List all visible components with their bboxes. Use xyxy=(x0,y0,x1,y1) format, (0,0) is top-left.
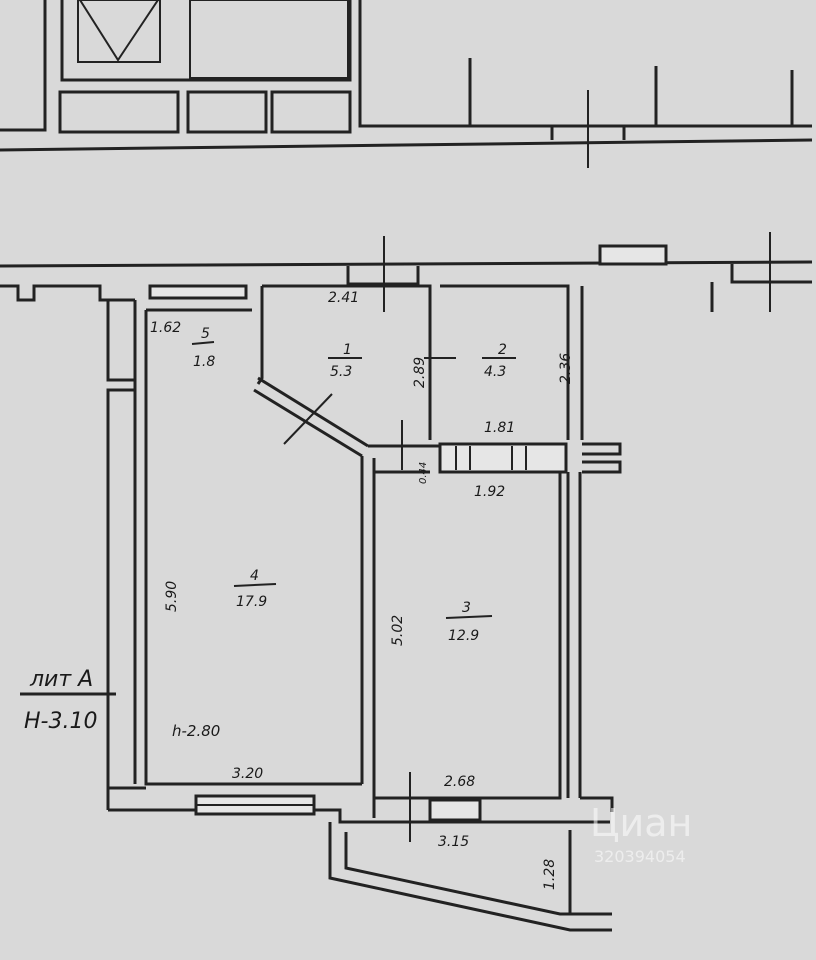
room-2-number: 2 xyxy=(498,342,507,358)
watermark-brand: Циан xyxy=(590,801,692,845)
room-2-area: 4.3 xyxy=(484,364,506,380)
room-1-number: 1 xyxy=(343,342,352,358)
dim-192: 1.92 xyxy=(474,484,505,500)
room-5-number: 5 xyxy=(201,326,210,342)
dim-181: 1.81 xyxy=(484,420,515,436)
watermark: Циан 320394054 xyxy=(590,801,692,866)
building-label: лит А Н-3.10 xyxy=(20,667,116,734)
upper-structure xyxy=(0,0,813,168)
dim-236: 2.36 xyxy=(558,353,574,384)
dim-590: 5.90 xyxy=(164,581,180,612)
dim-268: 2.68 xyxy=(444,774,475,790)
room-4-area: 17.9 xyxy=(236,594,267,610)
dim-315: 3.15 xyxy=(438,834,469,850)
room-labels: 5 1.8 1 5.3 2 4.3 4 17.9 3 12.9 xyxy=(191,326,516,644)
dim-241: 2.41 xyxy=(328,290,359,306)
dim-162: 1.62 xyxy=(150,320,181,336)
room-3-area: 12.9 xyxy=(448,628,479,644)
room-5-area: 1.8 xyxy=(193,354,215,370)
apartment-walls xyxy=(0,232,813,932)
dim-044: 0.44 xyxy=(418,462,429,484)
dim-289: 2.89 xyxy=(412,357,428,388)
room-1-area: 5.3 xyxy=(330,364,352,380)
dim-128: 1.28 xyxy=(542,859,558,890)
dimension-labels: 2.41 1.62 2.89 2.36 1.81 0.44 1.92 5.90 … xyxy=(150,290,574,890)
room-3-number: 3 xyxy=(462,600,471,616)
building-lit: лит А xyxy=(29,667,93,692)
watermark-id: 320394054 xyxy=(594,847,686,866)
dim-320: 3.20 xyxy=(232,766,263,782)
dim-502: 5.02 xyxy=(390,615,406,646)
ceiling-height: h-2.80 xyxy=(172,722,220,740)
room-4-number: 4 xyxy=(250,568,259,584)
building-height: Н-3.10 xyxy=(24,709,97,734)
